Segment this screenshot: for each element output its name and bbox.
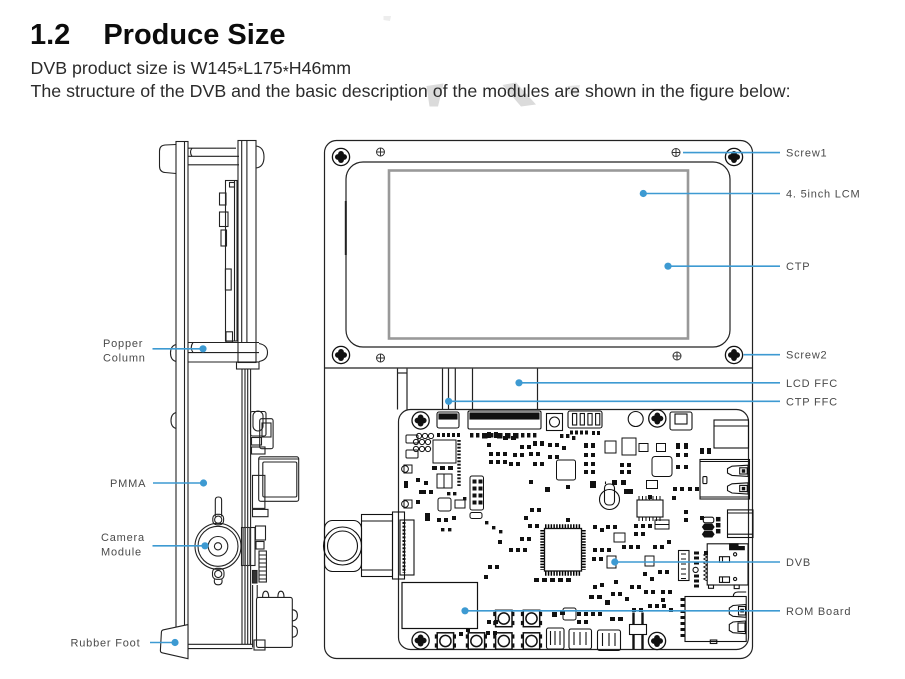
svg-text:DVB: DVB xyxy=(786,557,811,569)
svg-text:Popper: Popper xyxy=(103,338,143,350)
svg-text:Column: Column xyxy=(103,353,146,365)
svg-text:Module: Module xyxy=(101,547,142,559)
svg-text:Screw2: Screw2 xyxy=(786,350,827,362)
svg-text:Camera: Camera xyxy=(101,532,145,544)
svg-text:CTP FFC: CTP FFC xyxy=(786,396,838,408)
svg-text:Rubber Foot: Rubber Foot xyxy=(71,637,141,649)
svg-text:CTP: CTP xyxy=(786,261,810,273)
svg-text:Screw1: Screw1 xyxy=(786,148,827,160)
svg-text:LCD FFC: LCD FFC xyxy=(786,378,838,390)
svg-text:ROM Board: ROM Board xyxy=(786,606,851,618)
svg-text:PMMA: PMMA xyxy=(110,478,146,490)
svg-text:4. 5inch LCM: 4. 5inch LCM xyxy=(786,189,860,201)
